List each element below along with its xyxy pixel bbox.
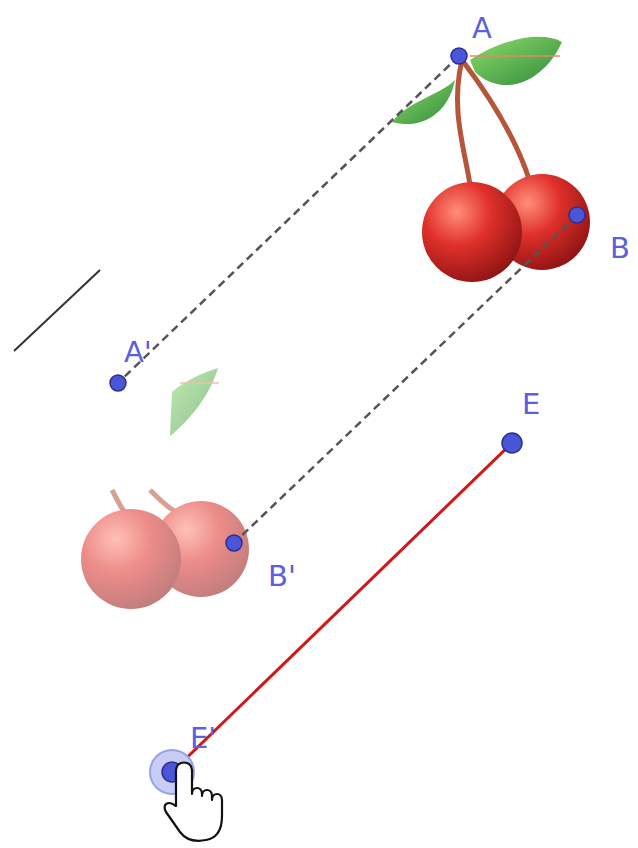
translation-segment (172, 443, 512, 772)
point-label: E (522, 390, 540, 419)
cherry-original (392, 37, 590, 282)
dashed-line (118, 56, 459, 383)
point-label: A (472, 14, 492, 43)
point-label: A' (124, 338, 152, 367)
direction-segment (14, 270, 100, 351)
hand-cursor (165, 763, 222, 841)
cherry-image (81, 368, 249, 609)
point-label: B (610, 234, 630, 263)
points (110, 48, 585, 782)
point-label: E' (190, 724, 216, 753)
dashed-line (234, 215, 577, 543)
point-label: B' (268, 562, 296, 591)
